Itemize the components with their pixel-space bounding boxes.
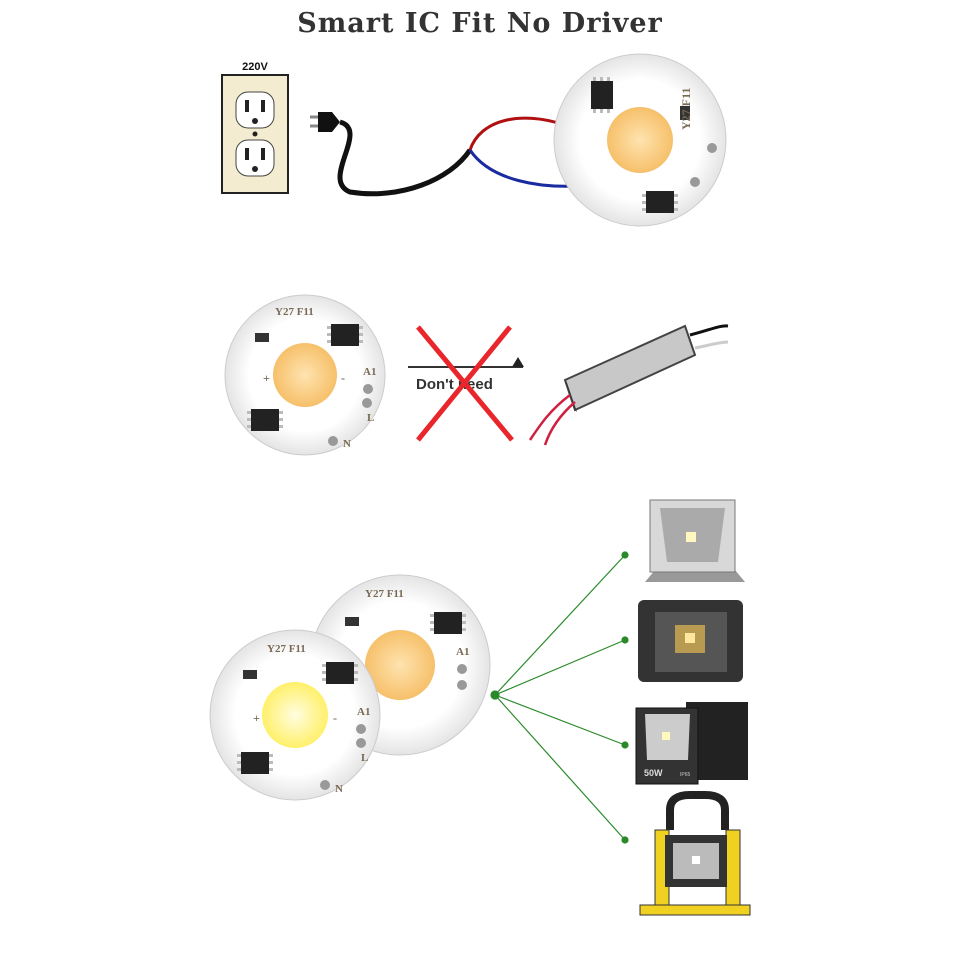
pin-a1-label: A1 bbox=[363, 366, 376, 378]
cob-led-chip: Y27 F11 + - A1 L N bbox=[224, 294, 386, 456]
page-title: Smart IC Fit No Driver bbox=[297, 8, 663, 39]
cob-led-chip-cool: Y27 F11 + - A1 L N bbox=[209, 629, 381, 801]
application-connectors bbox=[490, 551, 629, 844]
chip-model-label: Y27 F11 bbox=[267, 643, 306, 655]
pin-n-label: N bbox=[343, 438, 351, 450]
chip-model-label: Y27 F11 bbox=[679, 88, 693, 130]
floodlight-silver bbox=[645, 499, 745, 582]
floodlight-black-large bbox=[638, 600, 743, 682]
floodlight-50w: 50W IP65 bbox=[635, 702, 748, 785]
pin-a1-label: A1 bbox=[357, 706, 370, 718]
power-plug bbox=[310, 112, 591, 197]
voltage-label: 220V bbox=[242, 61, 268, 73]
chip-model-label: Y27 F11 bbox=[365, 588, 404, 600]
dont-need-label: Don't need bbox=[416, 376, 493, 393]
minus-label: - bbox=[333, 711, 337, 725]
cob-led-chip-wired: Y27 F11 bbox=[553, 53, 727, 227]
pin-l-label: L bbox=[367, 412, 374, 424]
pin-l-label: L bbox=[361, 752, 368, 764]
led-driver-box bbox=[528, 324, 729, 446]
portable-work-light bbox=[639, 791, 751, 916]
wall-outlet bbox=[221, 74, 289, 194]
minus-label: - bbox=[341, 371, 345, 385]
plus-label: + bbox=[263, 371, 270, 385]
cross-icon bbox=[416, 325, 514, 442]
pin-n-label: N bbox=[335, 783, 343, 795]
pin-a1-label: A1 bbox=[456, 646, 469, 658]
floodlight-rating-label: IP65 bbox=[680, 772, 691, 778]
plus-label: + bbox=[253, 711, 260, 725]
floodlight-power-label: 50W bbox=[644, 768, 663, 778]
chip-model-label: Y27 F11 bbox=[275, 306, 314, 318]
not-needed-mark: Don't need bbox=[408, 325, 524, 442]
